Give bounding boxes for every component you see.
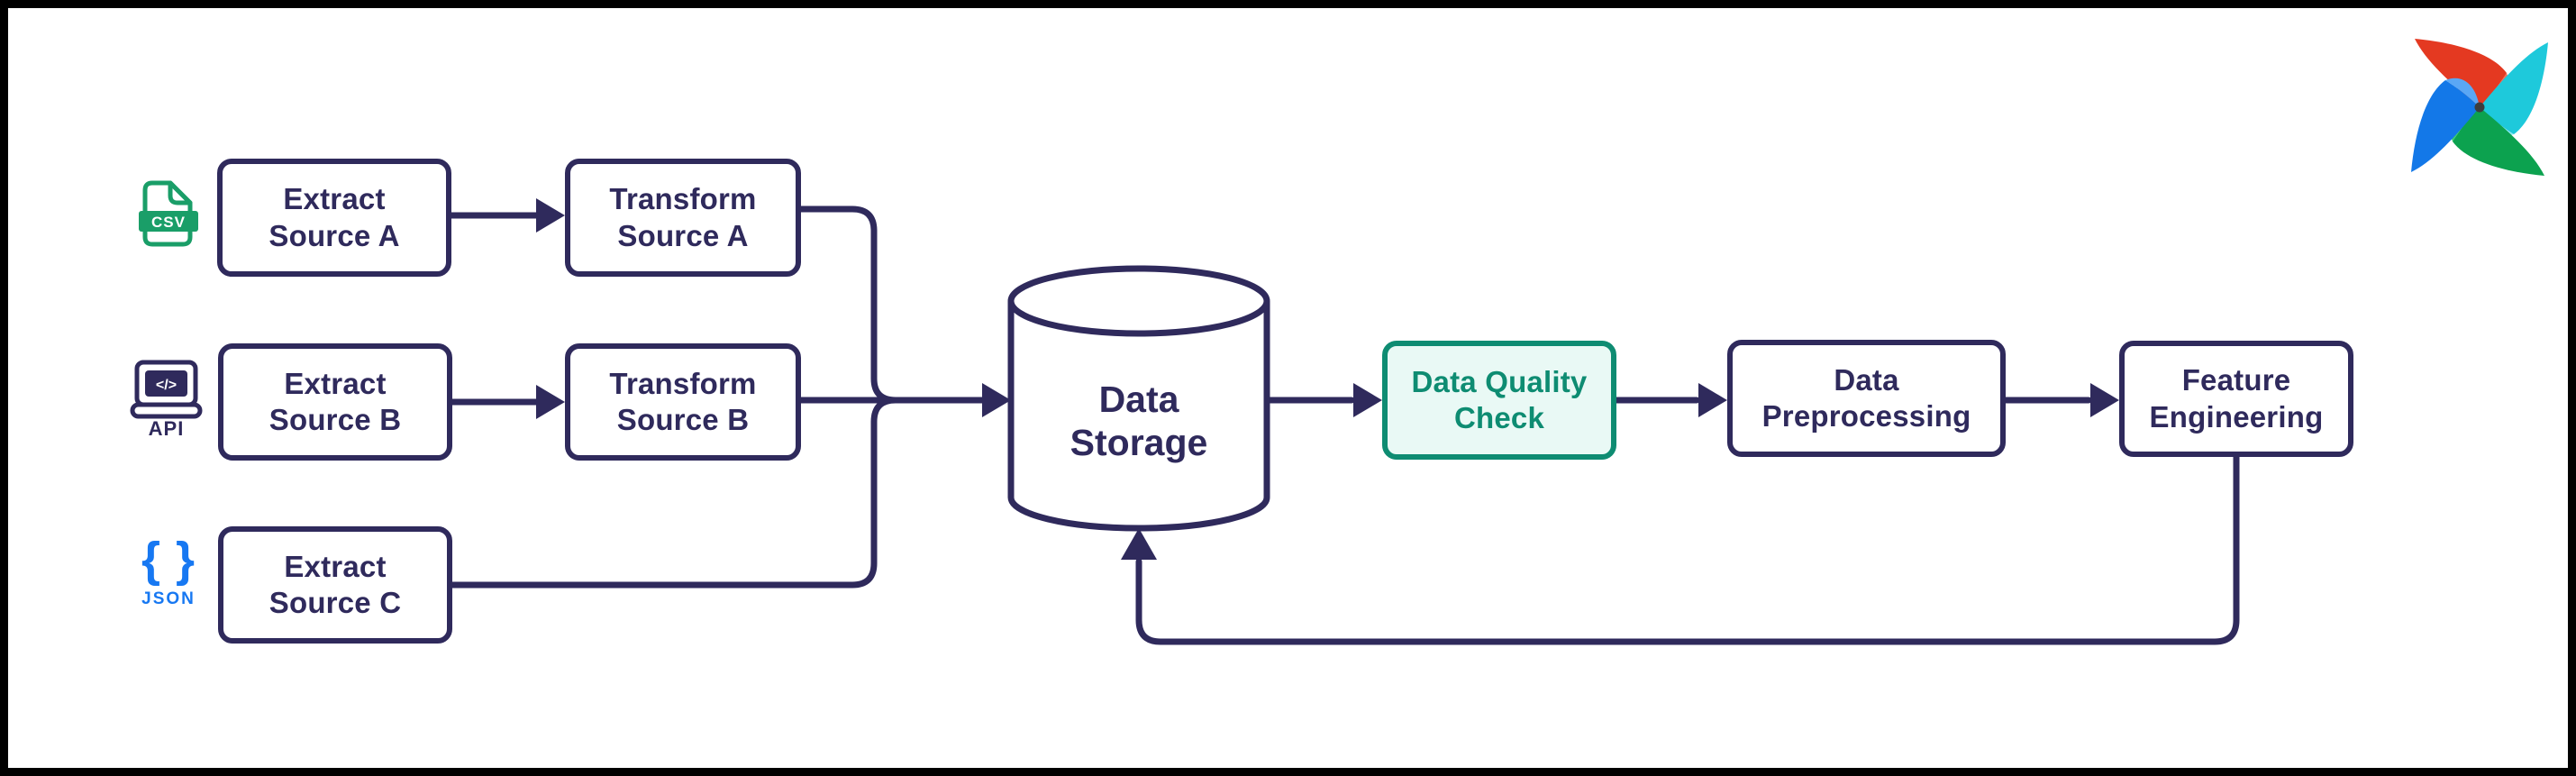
api-laptop-icon: </> API (130, 360, 203, 440)
json-braces-glyph: { } (141, 533, 196, 587)
node-extract-source-a: Extract Source A (217, 159, 451, 277)
csv-file-icon: CSV (139, 180, 198, 247)
data-storage-cylinder (1007, 265, 1270, 532)
node-transform-source-b: Transform Source B (565, 343, 801, 461)
arrowhead-into-feature (2090, 383, 2119, 417)
node-data-quality-check: Data Quality Check (1382, 341, 1616, 460)
json-icon-label: JSON (141, 589, 196, 608)
connector-feedback-loop (1135, 453, 2240, 645)
node-label: Transform Source B (609, 366, 757, 436)
api-screen-code-glyph: </> (156, 378, 177, 393)
json-braces-icon: { } JSON (131, 534, 206, 609)
arrowhead-feedback-into-storage (1121, 528, 1157, 560)
node-label: Data Preprocessing (1761, 362, 1971, 433)
connector-transform-a-to-merge (797, 205, 899, 404)
node-feature-engineering: Feature Engineering (2119, 341, 2353, 457)
airflow-logo-icon (2411, 39, 2548, 176)
pinwheel-hub (2474, 102, 2485, 113)
csv-icon-label: CSV (151, 214, 186, 231)
node-extract-source-c: Extract Source C (218, 526, 452, 644)
data-storage-label: Data Storage (1070, 378, 1208, 463)
arrowhead-into-transform-a (536, 198, 565, 233)
pinwheel-blade-cyan (2480, 42, 2548, 137)
node-label: Extract Source B (269, 366, 402, 436)
node-label: Extract Source A (269, 182, 400, 252)
node-data-preprocessing: Data Preprocessing (1727, 340, 2006, 457)
node-label: Data Quality Check (1411, 364, 1588, 434)
node-label: Transform Source A (609, 182, 757, 252)
arrowhead-into-quality (1353, 383, 1382, 417)
pinwheel-blade-blue (2411, 78, 2480, 172)
arrowhead-into-preprocessing (1698, 383, 1727, 417)
pinwheel-blade-green (2450, 107, 2544, 176)
node-transform-source-a: Transform Source A (565, 159, 801, 277)
api-icon-label: API (149, 417, 185, 440)
pinwheel-blade-red (2415, 39, 2509, 107)
node-extract-source-b: Extract Source B (218, 343, 452, 461)
node-label: Extract Source C (269, 549, 402, 619)
arrowhead-into-storage (982, 383, 1011, 417)
node-label: Feature Engineering (2149, 363, 2324, 434)
pipeline-connectors (448, 198, 2240, 645)
arrowhead-into-transform-b (536, 385, 565, 419)
